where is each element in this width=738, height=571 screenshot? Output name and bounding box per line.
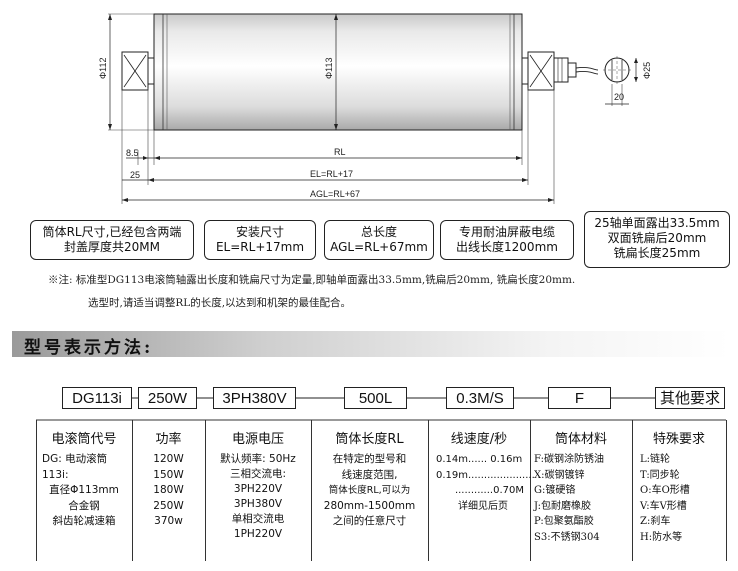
list-item: 370w bbox=[154, 515, 183, 527]
dim-phi112: Φ112 bbox=[98, 57, 108, 79]
list-item: 113i: bbox=[42, 468, 69, 481]
list-item: 详细见后页 bbox=[458, 500, 508, 512]
col-body-material: F:碳钢涂防锈油 X:碳钢镀锌 G:镀硬铬 J:包耐磨橡胶 P:包聚氨酯胶 S3… bbox=[530, 452, 632, 545]
callout-cable-line1: 专用耐油屏蔽电缆 bbox=[458, 225, 555, 239]
col-header-special: 特殊要求 bbox=[652, 432, 705, 447]
code-box-special: 其他要求 bbox=[655, 387, 725, 409]
roller-technical-drawing: Φ112 Φ113 Φ25 20 8.5 RL 25 EL=RL+17 AGL=… bbox=[98, 13, 652, 204]
list-item: 180W bbox=[153, 484, 184, 496]
list-item: 直径Φ113mm bbox=[49, 484, 119, 496]
list-item: 默认频率: 50Hz bbox=[220, 453, 296, 465]
divider bbox=[428, 420, 429, 561]
dim-phi113: Φ113 bbox=[324, 57, 334, 79]
section-bar bbox=[12, 331, 730, 357]
code-box-material: F bbox=[548, 387, 611, 409]
col-body-special: L:链轮 T:同步轮 O:车O形槽 V:车V形槽 Z:刹车 H:防水等 bbox=[632, 452, 726, 545]
col-header-material: 筒体材料 bbox=[554, 432, 607, 447]
code-box-speed: 0.3M/S bbox=[446, 387, 514, 409]
note-line-2: 选型时,请适当调整RL的长度,以达到和机架的最佳配合。 bbox=[88, 297, 352, 309]
section-title: 型号表示方法: bbox=[24, 338, 154, 358]
col-header-length: 筒体长度RL bbox=[335, 432, 404, 447]
dim-20: 20 bbox=[614, 92, 624, 102]
col-body-power: 120W 150W 180W 250W 370w bbox=[132, 452, 205, 530]
callout-el-line2: EL=RL+17mm bbox=[215, 240, 305, 254]
list-item: 250W bbox=[153, 499, 184, 512]
callout-rl-line1: 筒体RL尺寸,已经包含两端 bbox=[42, 225, 182, 239]
list-item: X:碳钢镀锌 bbox=[534, 469, 585, 481]
list-item: 在特定的型号和 bbox=[332, 453, 407, 465]
list-item: Z:刹车 bbox=[640, 516, 671, 527]
code-box-length: 500L bbox=[344, 387, 407, 409]
dim-agl: AGL=RL+67 bbox=[310, 189, 360, 199]
list-item: P:包聚氨酯胶 bbox=[534, 516, 594, 527]
callout-shaft-line2: 双面铣扁后20mm bbox=[607, 231, 707, 245]
col-body-speed: 0.14m...... 0.16m 0.19m.................… bbox=[428, 452, 535, 514]
list-item: 合金钢 bbox=[68, 499, 100, 512]
list-item: 120W bbox=[153, 453, 184, 465]
divider bbox=[311, 420, 312, 561]
code-box-model: DG113i bbox=[62, 387, 132, 409]
list-item: 之间的任意尺寸 bbox=[332, 515, 407, 527]
list-item: 150W bbox=[153, 468, 184, 481]
callout-cable-line2: 出线长度1200mm bbox=[456, 240, 558, 254]
list-item: DG: 电动滚筒 bbox=[42, 453, 108, 465]
note-line-1: ※注: 标准型DG113电滚筒轴露出长度和铣扁尺寸为定量,即轴单面露出33.5m… bbox=[48, 274, 576, 286]
list-item: J:包耐磨橡胶 bbox=[534, 500, 591, 512]
list-item: L:链轮 bbox=[640, 454, 671, 465]
roller-body bbox=[153, 13, 523, 131]
callout-agl: 总长度 AGL=RL+67mm bbox=[324, 220, 434, 260]
dim-rl: RL bbox=[334, 147, 346, 157]
cable bbox=[575, 67, 599, 71]
dim-phi25: Φ25 bbox=[642, 62, 652, 79]
list-item: T:同步轮 bbox=[640, 469, 680, 481]
divider bbox=[726, 420, 727, 561]
callout-shaft: 25轴单面露出33.5mm 双面铣扁后20mm 铣扁长度25mm bbox=[584, 211, 730, 268]
list-item: 单相交流电 bbox=[231, 513, 285, 525]
list-item: F:碳钢涂防锈油 bbox=[534, 454, 604, 465]
list-item: 0.19m..................... bbox=[436, 469, 535, 481]
list-item: 0.14m...... 0.16m bbox=[436, 454, 523, 465]
callout-rl: 筒体RL尺寸,已经包含两端 封盖厚度共20MM bbox=[30, 220, 194, 260]
list-item: 线速度范围, bbox=[341, 468, 398, 481]
callout-el: 安装尺寸 EL=RL+17mm bbox=[204, 220, 316, 260]
col-body-model: DG: 电动滚筒 113i: 直径Φ113mm 合金钢 斜齿轮减速箱 bbox=[36, 452, 132, 530]
col-body-length: 在特定的型号和 线速度范围, 筒体长度RL,可以为 280mm-1500mm 之… bbox=[311, 452, 428, 530]
callout-agl-line2: AGL=RL+67mm bbox=[330, 240, 428, 254]
list-item: G:镀硬铬 bbox=[534, 485, 576, 496]
list-item: H:防水等 bbox=[640, 531, 683, 543]
list-item: 筒体长度RL,可以为 bbox=[328, 485, 411, 496]
list-item: 3PH380V bbox=[233, 498, 283, 510]
callout-el-line1: 安装尺寸 bbox=[235, 225, 284, 239]
divider bbox=[530, 420, 531, 561]
col-header-power: 功率 bbox=[155, 432, 182, 447]
callout-shaft-line1: 25轴单面露出33.5mm bbox=[594, 216, 720, 230]
col-header-model: 电滚筒代号 bbox=[51, 432, 117, 447]
list-item: 三相交流电: bbox=[229, 468, 287, 480]
divider bbox=[632, 420, 633, 561]
col-header-voltage: 电源电压 bbox=[231, 432, 284, 447]
list-item: 3PH220V bbox=[233, 483, 283, 495]
divider bbox=[205, 420, 206, 561]
divider bbox=[132, 420, 133, 561]
dim-25: 25 bbox=[130, 170, 140, 180]
dim-8-5: 8.5 bbox=[126, 148, 139, 158]
callout-cable: 专用耐油屏蔽电缆 出线长度1200mm bbox=[440, 220, 574, 260]
col-body-voltage: 默认频率: 50Hz 三相交流电: 3PH220V 3PH380V 单相交流电 … bbox=[205, 452, 311, 542]
list-item: O:车O形槽 bbox=[640, 485, 690, 496]
list-item: 1PH220V bbox=[233, 528, 283, 540]
list-item: ............0.70M bbox=[454, 485, 524, 496]
code-box-voltage: 3PH380V bbox=[213, 387, 296, 409]
list-item: S3:不锈钢304 bbox=[534, 531, 600, 543]
divider bbox=[36, 420, 37, 561]
list-item: 斜齿轮减速箱 bbox=[52, 515, 116, 527]
dim-el: EL=RL+17 bbox=[310, 169, 353, 179]
list-item: 280mm-1500mm bbox=[323, 499, 416, 512]
col-header-speed: 线速度/秒 bbox=[450, 432, 508, 447]
callout-shaft-line3: 铣扁长度25mm bbox=[613, 246, 701, 260]
callout-agl-line1: 总长度 bbox=[360, 225, 397, 239]
code-box-power: 250W bbox=[138, 387, 197, 409]
callout-rl-line2: 封盖厚度共20MM bbox=[64, 240, 160, 254]
list-item: V:车V形槽 bbox=[640, 500, 687, 512]
